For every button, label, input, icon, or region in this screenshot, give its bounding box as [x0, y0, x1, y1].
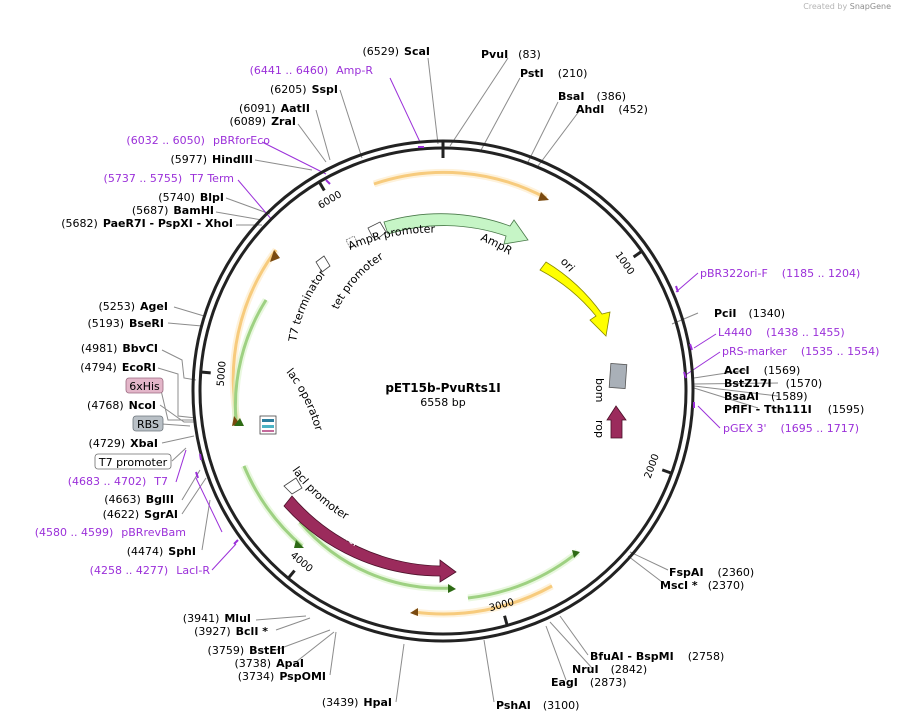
site-label: (3734)PspOMI — [238, 670, 326, 683]
inner-features — [259, 213, 628, 583]
primer-label: (4258 .. 4277)LacI-R — [90, 564, 211, 577]
t7-promoter-label: T7 promoter — [98, 456, 168, 469]
6xhis-label: 6xHis — [129, 380, 160, 393]
site-label: (5253)AgeI — [98, 300, 168, 313]
lac-operator-label: lac operator — [284, 366, 326, 433]
primer-label: L4440(1438 .. 1455) — [718, 326, 845, 339]
site-label: AccI(1569) — [724, 364, 800, 377]
site-label: (4474)SphI — [127, 545, 196, 558]
tick-label: 3000 — [488, 597, 515, 614]
rop-label: rop — [593, 420, 606, 438]
tick-label: 6000 — [316, 189, 344, 211]
orf-arrowheads — [232, 192, 580, 616]
site-label: PstI(210) — [520, 67, 587, 80]
site-label: EagI(2873) — [551, 676, 626, 689]
site-label: (4729)XbaI — [89, 437, 158, 450]
site-label: AhdI(452) — [576, 103, 648, 116]
snapgene-brand: Created by SnapGene — [803, 2, 891, 11]
tick-mark — [287, 569, 296, 580]
tick-label: 4000 — [288, 550, 315, 575]
ampr-promoter-label: AmpR promoter — [346, 223, 435, 253]
bom-label: bom — [593, 378, 606, 402]
site-label: (5740)BlpI — [158, 191, 224, 204]
site-label: (5193)BseRI — [87, 317, 164, 330]
6xhis-box — [125, 377, 164, 394]
rbs-box — [132, 415, 164, 432]
brand-prefix: Created by — [803, 2, 848, 11]
site-label: NruI(2842) — [572, 663, 647, 676]
site-label: (4981)BbvCI — [81, 342, 158, 355]
site-label: (4794)EcoRI — [80, 361, 156, 374]
tick-label: 5000 — [216, 361, 229, 387]
tick-label: 2000 — [643, 452, 662, 480]
site-label: PvuI(83) — [481, 48, 541, 61]
primer-label: pGEX 3'(1695 .. 1717) — [723, 422, 859, 435]
primer-label: (4580 .. 4599)pBRrevBam — [35, 526, 186, 539]
site-label: (6529)ScaI — [362, 45, 430, 58]
tick-mark — [661, 468, 673, 475]
site-label: (5687)BamHI — [132, 204, 214, 217]
rbs-label: RBS — [137, 418, 159, 431]
tick-label: 1000 — [612, 250, 636, 277]
primer-label: pBR322ori-F(1185 .. 1204) — [700, 267, 860, 280]
t7-terminator-label: T7 terminator — [286, 267, 329, 344]
primer-label: (6441 .. 6460)Amp-R — [250, 64, 374, 77]
tick-mark — [503, 615, 509, 626]
tick-mark — [317, 181, 326, 192]
site-label: BsaAI(1589) — [724, 390, 808, 403]
plasmid-length: 6558 bp — [420, 396, 465, 409]
site-label: (6091)AatII — [239, 102, 310, 115]
t7-promoter-box — [94, 453, 172, 470]
tick-mark — [632, 250, 643, 259]
site-label: PflFI - Tth111I(1595) — [724, 403, 864, 416]
boxed-labels: 6xHis RBS T7 promoter — [94, 377, 172, 470]
site-label: BsaI(386) — [558, 90, 626, 103]
primer-label: (5737 .. 5755)T7 Term — [104, 172, 234, 185]
site-label: (4622)SgrAI — [103, 508, 178, 521]
site-label: MscI *(2370) — [660, 579, 744, 592]
brand-name: SnapGene — [849, 2, 891, 11]
orf-arcs — [229, 168, 581, 618]
site-label: (6089)ZraI — [230, 115, 297, 128]
primer-label: pRS-marker(1535 .. 1554) — [722, 345, 879, 358]
site-label: (3941)MluI — [183, 612, 251, 625]
restriction-site-labels: (6529)ScaI PvuI(83) PstI(210) BsaI(386) … — [61, 45, 864, 712]
primer-marks — [195, 146, 695, 545]
primer-label: (6032 .. 6050)pBRforEco — [126, 134, 270, 147]
plasmid-name: pET15b-PvuRts1I — [385, 381, 500, 395]
site-label: (3759)BstEII — [208, 644, 285, 657]
site-label: (6205)SspI — [270, 83, 338, 96]
primer-feature-labels: (6441 .. 6460)Amp-R (6032 .. 6050)pBRfor… — [35, 64, 880, 577]
site-label: (5977)HindIII — [170, 153, 253, 166]
tick-mark — [200, 370, 211, 375]
site-label: FspAI(2360) — [669, 566, 754, 579]
site-label: (3927)BclI * — [194, 625, 268, 638]
site-label: (3439)HpaI — [322, 696, 392, 709]
site-label: BstZ17I(1570) — [724, 377, 822, 390]
site-label: PciI(1340) — [714, 307, 785, 320]
site-label: PshAI(3100) — [496, 699, 579, 712]
site-label: (5682)PaeR7I - PspXI - XhoI — [61, 217, 233, 230]
site-label: BfuAI - BspMI(2758) — [590, 650, 724, 663]
site-label: (4768)NcoI — [87, 399, 156, 412]
primer-label: (4683 .. 4702)T7 — [68, 475, 168, 488]
tet-promoter-label: tet promoter — [329, 250, 386, 312]
site-label: (3738)ApaI — [235, 657, 304, 670]
site-label: (4663)BglII — [104, 493, 174, 506]
